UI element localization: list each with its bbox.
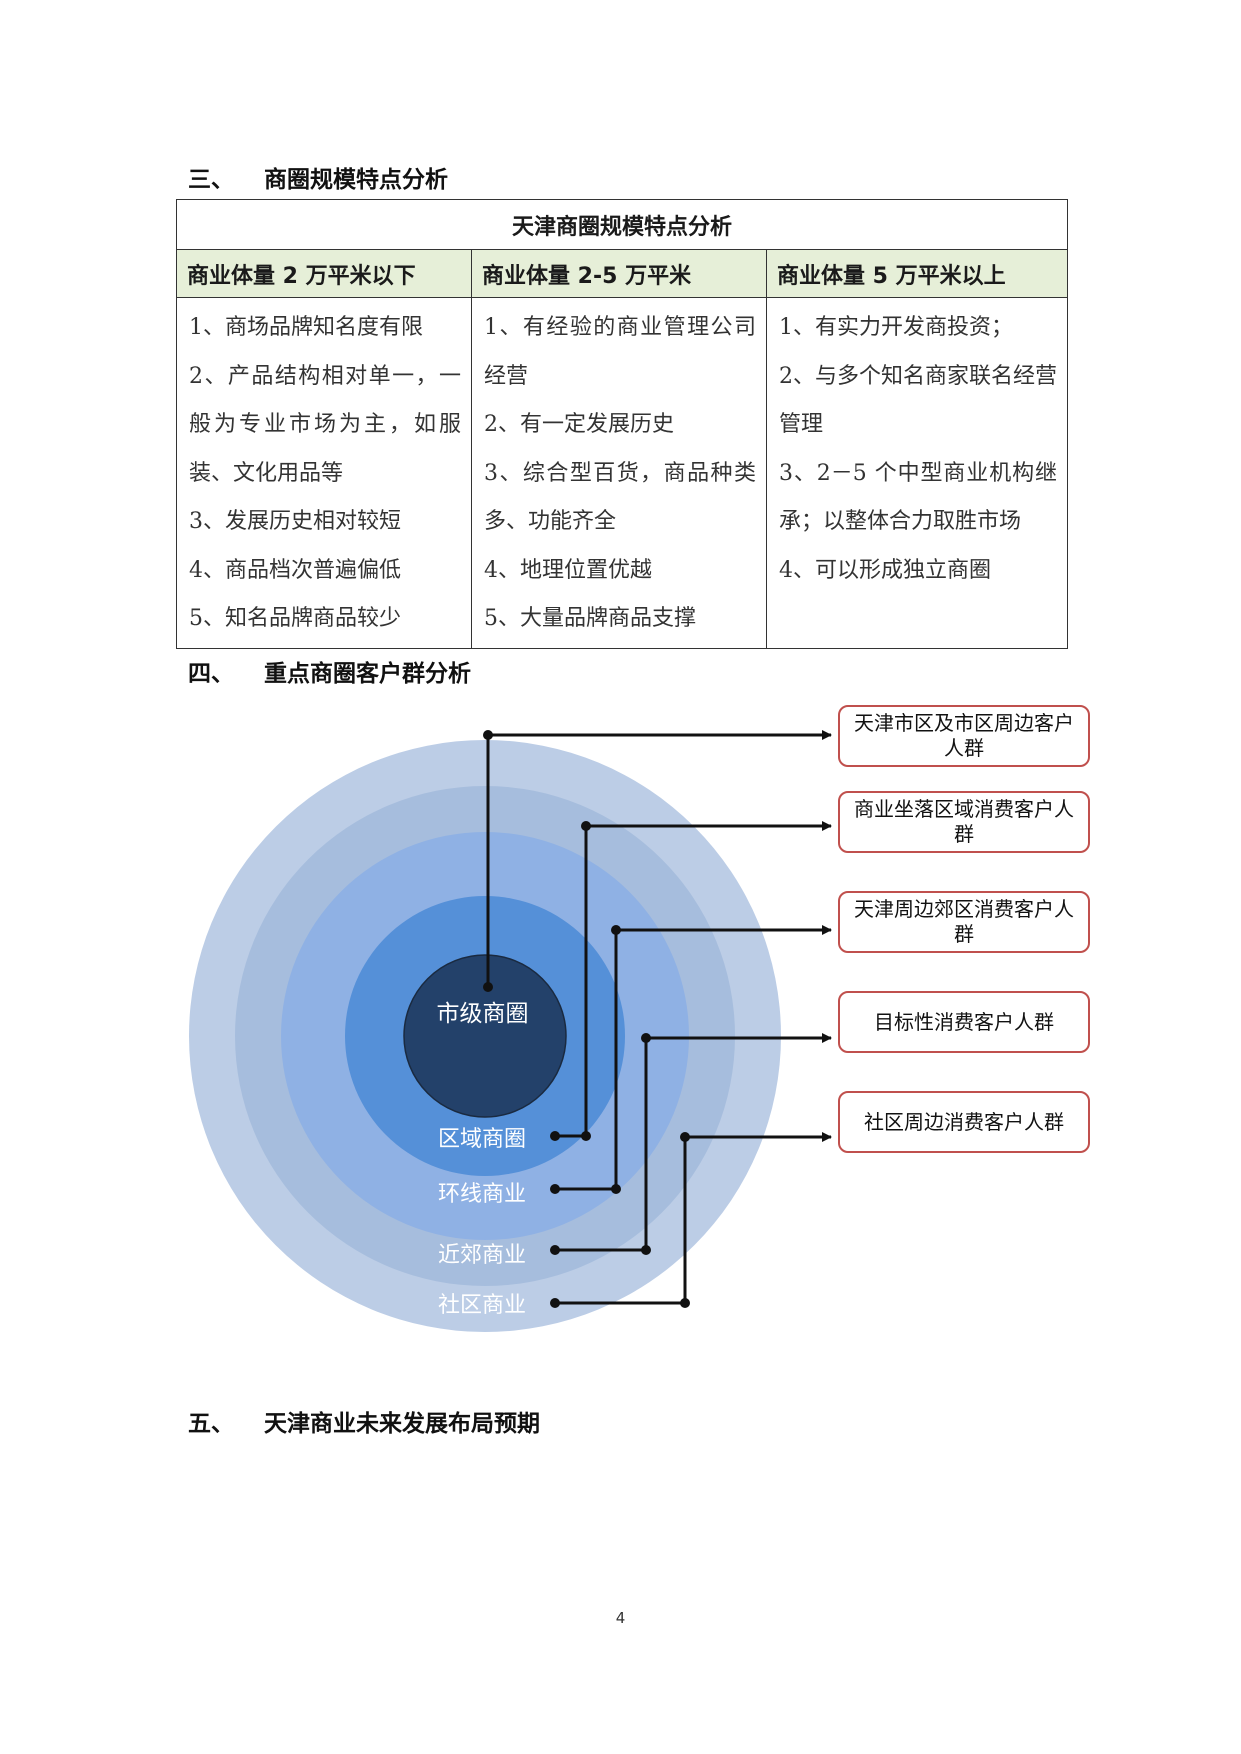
list-item: 3、发展历史相对较短 bbox=[189, 509, 401, 534]
connector-suburban bbox=[555, 1033, 832, 1252]
section-title: 商圈规模特点分析 bbox=[264, 167, 448, 193]
list-item: 2、有一定发展历史 bbox=[484, 412, 674, 437]
section-3-heading: 三、 商圈规模特点分析 bbox=[188, 160, 448, 194]
connector-loop bbox=[555, 925, 832, 1191]
page-number: 4 bbox=[615, 1609, 626, 1627]
column-header-medium: 商业体量 2-5 万平米 bbox=[471, 249, 767, 298]
list-item: 5、大量品牌商品支撑 bbox=[484, 606, 696, 631]
list-item: 2、与多个知名商家联名经营管理 bbox=[779, 363, 1058, 438]
column-cell-large: 1、有实力开发商投资； 2、与多个知名商家联名经营管理 3、2－5 个中型商业机… bbox=[765, 297, 1069, 649]
ring-label-loop: 环线商业 bbox=[438, 1182, 527, 1207]
core-city-circle bbox=[403, 954, 567, 1118]
column-header-large: 商业体量 5 万平米以上 bbox=[765, 249, 1069, 298]
callout-community-customers: 社区周边消费客户人群 bbox=[838, 1091, 1090, 1153]
column-header-small: 商业体量 2 万平米以下 bbox=[176, 249, 472, 298]
list-item: 3、综合型百货，商品种类多、功能齐全 bbox=[484, 460, 756, 535]
connector-community bbox=[555, 1132, 832, 1305]
list-item: 4、商品档次普遍偏低 bbox=[189, 557, 401, 583]
scale-characteristics-table: 天津商圈规模特点分析 商业体量 2 万平米以下 商业体量 2-5 万平米 商业体… bbox=[175, 199, 1069, 649]
section-title: 重点商圈客户群分析 bbox=[264, 661, 471, 687]
callout-regional-customers: 商业坐落区域消费客户人群 bbox=[838, 791, 1090, 853]
section-5-heading: 五、 天津商业未来发展布局预期 bbox=[188, 1404, 540, 1438]
section-number: 五、 bbox=[188, 1411, 234, 1437]
core-label: 市级商圈 bbox=[436, 1001, 529, 1027]
section-4-heading: 四、 重点商圈客户群分析 bbox=[188, 654, 471, 688]
section-title: 天津商业未来发展布局预期 bbox=[264, 1411, 540, 1437]
list-item: 2、产品结构相对单一，一般为专业市场为主，如服装、文化用品等 bbox=[189, 363, 461, 486]
ring-label-suburban: 近郊商业 bbox=[438, 1243, 527, 1268]
list-item: 1、商场品牌知名度有限 bbox=[189, 315, 423, 340]
ring-label-regional: 区域商圈 bbox=[438, 1127, 527, 1152]
list-item: 1、有经验的商业管理公司经营 bbox=[484, 315, 756, 389]
list-item: 4、地理位置优越 bbox=[484, 557, 652, 583]
list-item: 4、可以形成独立商圈 bbox=[779, 557, 991, 583]
table-title: 天津商圈规模特点分析 bbox=[175, 199, 1069, 250]
connector-regional bbox=[555, 821, 832, 1138]
callout-suburban-customers: 天津周边郊区消费客户人群 bbox=[838, 891, 1090, 953]
section-number: 四、 bbox=[188, 661, 234, 687]
list-item: 3、2－5 个中型商业机构继承；以整体合力取胜市场 bbox=[779, 460, 1058, 535]
column-cell-small: 1、商场品牌知名度有限 2、产品结构相对单一，一般为专业市场为主，如服装、文化用… bbox=[176, 297, 472, 649]
column-cell-medium: 1、有经验的商业管理公司经营 2、有一定发展历史 3、综合型百货，商品种类多、功… bbox=[471, 297, 767, 649]
callout-targeted-customers: 目标性消费客户人群 bbox=[838, 991, 1090, 1053]
list-item: 1、有实力开发商投资； bbox=[779, 315, 1013, 340]
ring-label-community: 社区商业 bbox=[438, 1293, 527, 1318]
callout-city-customers: 天津市区及市区周边客户人群 bbox=[838, 705, 1090, 767]
section-number: 三、 bbox=[188, 167, 234, 193]
list-item: 5、知名品牌商品较少 bbox=[189, 606, 401, 631]
